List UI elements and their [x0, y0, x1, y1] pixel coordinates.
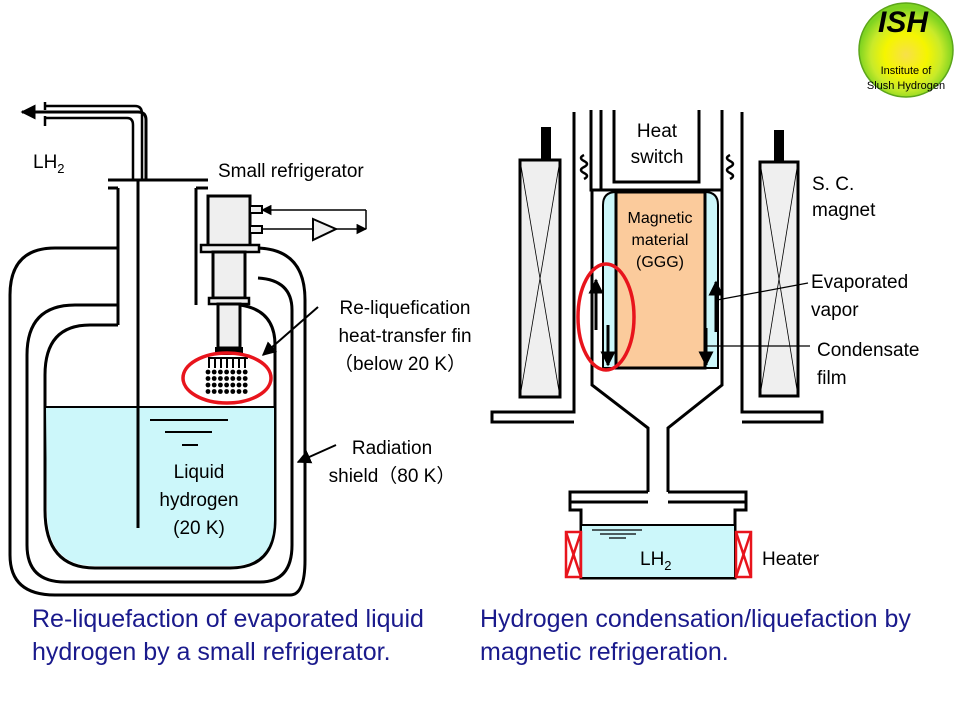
liquid-label-line2: hydrogen	[159, 490, 238, 511]
condensate-droplet	[224, 376, 230, 381]
heat-switch-line1: Heat	[637, 121, 678, 142]
outer-vessel	[8, 246, 307, 597]
radiation-shield	[25, 276, 294, 584]
liquid-label-line3: (20 K)	[173, 518, 225, 539]
caption-left: Re-liquefaction of evaporated liquid hyd…	[32, 605, 424, 666]
condensate-droplet	[205, 389, 211, 394]
condensate-droplet	[242, 376, 248, 381]
condensate-droplet	[224, 369, 230, 375]
magnet-label-line1: S. C.	[812, 174, 854, 195]
condensate-droplet	[242, 369, 248, 375]
condensate-droplet	[224, 389, 230, 394]
logo-line2: Slush Hydrogen	[867, 80, 945, 92]
shield-label-line2: shield（80 K）	[329, 465, 456, 487]
vapor-label-line1: Evaporated	[811, 272, 908, 293]
logo-line1: Institute of	[881, 65, 933, 77]
fin-pointer	[261, 306, 319, 356]
refrigerator-label: Small refrigerator	[218, 161, 364, 182]
lh2-reservoir-label: LH2	[640, 549, 672, 573]
heater-label: Heater	[762, 549, 820, 570]
condensate-droplet	[211, 382, 217, 388]
transfer-line-inner	[45, 116, 135, 180]
condensate-droplet	[230, 389, 236, 394]
condensate-droplet	[218, 389, 223, 394]
condensate-droplet	[205, 369, 211, 375]
heater-right	[734, 530, 753, 579]
condensate-droplet	[230, 376, 236, 381]
material-label-line1: Magnetic	[628, 210, 693, 227]
condensate-droplet	[224, 382, 230, 388]
condensate-droplet	[218, 382, 223, 388]
condensate-droplet	[218, 369, 223, 375]
refrigerator-stage1	[211, 250, 247, 300]
fin-label-line2: heat-transfer fin	[338, 326, 471, 347]
condensate-droplet	[236, 382, 242, 388]
condensate-droplet	[218, 376, 223, 381]
logo-circle	[858, 2, 954, 98]
condensate-droplet	[242, 382, 248, 388]
material-label-line2: material	[632, 232, 689, 249]
liquid-label-line1: Liquid	[174, 462, 225, 483]
condensate-droplet	[236, 369, 242, 375]
heat-switch-line2: switch	[631, 147, 684, 168]
inner-vessel	[43, 303, 277, 570]
film-label-line1: Condensate	[817, 340, 919, 361]
fin-highlight-circle	[181, 351, 273, 405]
magnet-label-line2: magnet	[812, 200, 876, 221]
film-label-line2: film	[817, 368, 847, 389]
shield-label-line1: Radiation	[352, 438, 432, 459]
condensate-droplet	[236, 376, 242, 381]
vapor-label-line2: vapor	[811, 300, 859, 321]
fin-label-line3: （below 20 K）	[334, 353, 466, 375]
condensate-droplet	[211, 369, 217, 375]
refrigerator-stage2	[216, 302, 242, 350]
condensate-droplet	[211, 376, 217, 381]
fin-label-line1: Re-liquefication	[340, 298, 471, 319]
condensate-droplet	[205, 382, 211, 388]
magnet-lead-left	[541, 127, 551, 160]
ish-logo: ISH Institute of Slush Hydrogen	[858, 2, 954, 98]
magnet-lead-right	[774, 130, 784, 162]
lh2-outflow-label: LH2	[33, 152, 65, 176]
logo-abbr: ISH	[878, 6, 929, 39]
material-label-line3: (GGG)	[636, 254, 684, 271]
heater-left	[564, 530, 583, 579]
bellows-right	[725, 153, 735, 181]
condensate-droplet	[242, 389, 248, 394]
condensate-droplet	[230, 382, 236, 388]
liquid-hydrogen-fill	[46, 407, 274, 566]
heat-switch-box	[612, 110, 701, 184]
cryostat-left-wall	[490, 112, 576, 424]
bellows-left	[579, 153, 589, 181]
shield-pointer	[296, 444, 337, 464]
amplifier-icon	[312, 217, 339, 242]
heat-transfer-fin	[205, 347, 248, 394]
film-highlight-circle	[576, 262, 636, 372]
condensate-droplet	[230, 369, 236, 375]
caption-right: Hydrogen condensation/liquefaction by ma…	[480, 605, 911, 666]
left-diagram	[8, 102, 368, 597]
condensate-droplet	[205, 376, 211, 381]
vapor-leader	[716, 282, 809, 301]
refrigerator-head	[206, 194, 252, 248]
condensate-droplet	[236, 389, 242, 394]
right-diagram	[490, 110, 824, 580]
condensate-droplet	[211, 389, 217, 394]
cryostat-right-wall	[740, 112, 824, 424]
